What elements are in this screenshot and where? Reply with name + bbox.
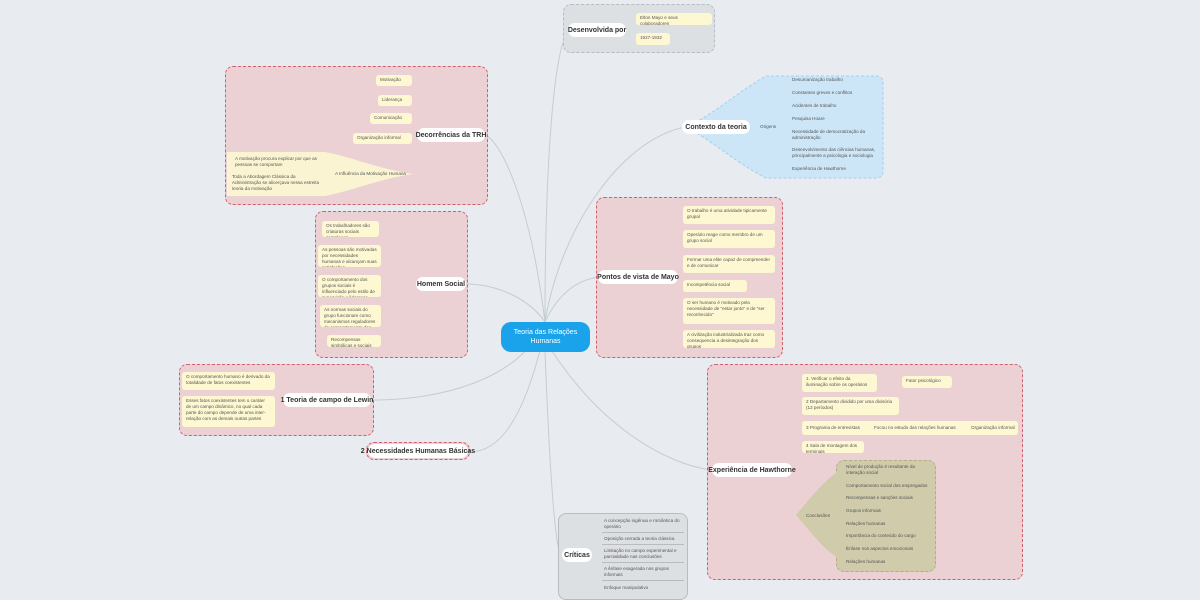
criticas-item-3[interactable]: A ênfase exagerada nos grupos informais [604, 566, 669, 577]
criticas-divider-3 [602, 580, 684, 581]
mayo-item-0[interactable]: O trabalho é uma atividade tipicamente g… [683, 206, 775, 224]
criticas-divider-2 [602, 562, 684, 563]
hawthorne-phase-3-focus[interactable]: Focou no estudo das relações humanas [874, 425, 956, 430]
context-shape [684, 75, 884, 179]
conclusion-item-2[interactable]: Recompensas e sanções sociais [846, 495, 913, 500]
criticas-item-1[interactable]: Oposição cerrada a teoria clássica [604, 536, 675, 541]
context-item-4[interactable]: Necessidade de democratização da adminis… [792, 129, 866, 140]
hawthorne-phase-1-result[interactable]: Fator psicológico [902, 376, 952, 388]
hawthorne-topic[interactable]: Experiência de Hawthorne [708, 463, 796, 477]
conclusion-item-3[interactable]: Grupos informais [846, 508, 881, 513]
homem-social-item-0[interactable]: Os trabalhadores são criaturas sociais c… [322, 221, 379, 237]
context-item-0[interactable]: Desumanização trabalho [792, 77, 843, 82]
necessidades-topic[interactable]: 2 Necessidades Humanas Básicas [361, 444, 475, 458]
mayo-item-3[interactable]: Incompetência social [683, 280, 747, 292]
conclusion-item-6[interactable]: Ênfase nos aspectos emocionais [846, 546, 914, 551]
decorrencias-item-1[interactable]: Liderança [378, 95, 412, 106]
criticas-divider-1 [602, 544, 684, 545]
lewin-item-0[interactable]: O comportamento humano é derivado da tot… [182, 372, 275, 390]
hawthorne-phase-3-result[interactable]: Organização informal [971, 425, 1015, 430]
homem-social-item-2[interactable]: O comportamento dos grupos sociais é inf… [318, 275, 381, 297]
context-item-2[interactable]: Acidentes de trabalho [792, 103, 837, 108]
mayo-item-1[interactable]: Operário reage como membro de um grupo s… [683, 230, 775, 248]
homem-social-item-4[interactable]: Recompensas simbólicas e sociais [327, 335, 381, 347]
conclusion-item-0[interactable]: Nível de produção é resultante da intera… [846, 464, 915, 475]
criticas-topic[interactable]: Críticas [562, 548, 592, 562]
context-item-5[interactable]: Desenvolvimento das ciências humanas, pr… [792, 147, 876, 158]
context-item-1[interactable]: Constantes greves e conflitos [792, 90, 853, 95]
conclusions-label[interactable]: Conclusões [806, 513, 831, 518]
developed-item-0[interactable]: Elton Mayo e seus colaboradores [636, 13, 712, 25]
mayo-topic[interactable]: Pontos de vista de Mayo [597, 270, 679, 284]
conclusions-shape [796, 472, 838, 558]
mayo-item-2[interactable]: Formar uma elite capaz de compreender e … [683, 255, 775, 273]
developed-topic[interactable]: Desenvolvida por [568, 23, 626, 37]
decorrencias-topic[interactable]: Decorrências da TRH [416, 128, 486, 142]
conclusion-item-4[interactable]: Relações humanas [846, 521, 886, 526]
criticas-item-4[interactable]: Enfoque manipulativo [604, 585, 649, 590]
mayo-item-5[interactable]: A civilização industrializada traz como … [683, 330, 775, 348]
context-topic[interactable]: Contexto da teoria [682, 120, 750, 134]
criticas-item-0[interactable]: A concepção ingênua e romântica do operá… [604, 518, 680, 529]
conclusion-item-7[interactable]: Relações humanas [846, 559, 886, 564]
decorrencias-item-3[interactable]: Organização informal [353, 133, 412, 144]
central-topic[interactable]: Teoria das Relações Humanas [501, 322, 590, 352]
lewin-item-1[interactable]: Esses fatos coexistentes tem o caráter d… [182, 396, 275, 427]
context-item-6[interactable]: Experiência de Hawthorne [792, 166, 846, 171]
influence-item-0[interactable]: A motivação procura explicar por que as … [235, 156, 317, 167]
developed-item-1[interactable]: 1927-1932 [636, 33, 670, 45]
decorrencias-item-2[interactable]: Comunicação [370, 113, 412, 124]
homem-social-item-3[interactable]: As normas sociais do grupo funcionam com… [320, 305, 381, 327]
conclusion-item-1[interactable]: Comportamento social dos empregados [846, 483, 928, 488]
homem-social-item-1[interactable]: As pessoas são motivadas por necessidade… [318, 245, 381, 267]
hawthorne-phase-4[interactable]: 4 Sala de montagem dos terminais [802, 441, 864, 453]
influence-item-1[interactable]: Toda a Abordagem Clássica da Administraç… [232, 174, 320, 191]
context-origins[interactable]: Origens [760, 124, 777, 129]
conclusions-group [836, 460, 936, 572]
criticas-divider-0 [602, 532, 684, 533]
influence-shape [227, 152, 413, 196]
homem-social-topic[interactable]: Homem Social [416, 277, 466, 291]
mayo-item-4[interactable]: O ser humano é motivado pela necessidade… [683, 298, 775, 324]
influence-topic[interactable]: A Influência da Motivação Humana [335, 171, 406, 176]
context-item-3[interactable]: Pesquisa Hoare [792, 116, 825, 121]
decorrencias-item-0[interactable]: Motivação [376, 75, 412, 86]
lewin-topic[interactable]: 1 Teoria de campo de Lewin [281, 393, 373, 407]
hawthorne-phase-1[interactable]: 1. Verificar o efeito da iluminação sobr… [802, 374, 877, 392]
conclusion-item-5[interactable]: Importância do conteúdo do cargo [846, 533, 916, 538]
criticas-item-2[interactable]: Limitação no campo experimental e parcia… [604, 548, 677, 559]
hawthorne-phase-3[interactable]: 3 Programa de entrevistas [806, 425, 860, 430]
hawthorne-phase-3-row [802, 421, 1018, 435]
hawthorne-phase-2[interactable]: 2 Departamento dividido por uma divisóri… [802, 397, 899, 415]
